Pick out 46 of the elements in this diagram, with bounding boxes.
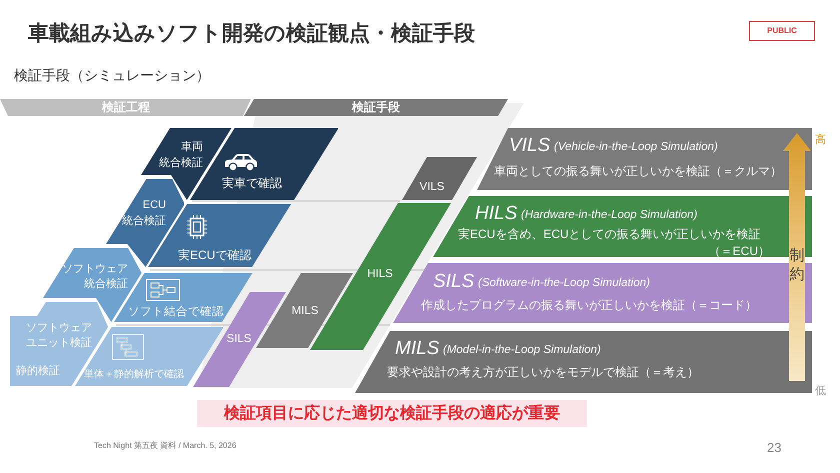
band-subtitle: (Hardware-in-the-Loop Simulation) <box>521 208 698 222</box>
section-heading: 検証手段（シミュレーション） <box>14 66 210 84</box>
footer-text: Tech Night 第五夜 資料 / March. 5, 2026 <box>94 441 236 451</box>
parallelogram-box <box>402 157 477 200</box>
header-band <box>244 99 508 116</box>
status-tag: PUBLIC <box>749 21 815 41</box>
header-band <box>0 99 251 116</box>
band-label: 検証工程 <box>102 100 150 115</box>
scale-arrow <box>783 133 811 381</box>
band-description: 要求や設計の考え方が正しいかをモデルで検証（＝考え） <box>387 365 699 380</box>
step-box <box>43 248 142 322</box>
box-label: HILS <box>367 267 393 281</box>
scale-label: 低 <box>815 385 826 398</box>
box-label: VILS <box>420 180 444 194</box>
band-description: 車両としての振る舞いが正しいかを検証（＝クルマ） <box>494 164 782 179</box>
band-title: MILS <box>395 338 440 360</box>
highlight-banner: 検証項目に応じた適切な検証手段の適応が重要 <box>197 400 587 427</box>
band-subtitle: (Software-in-the-Loop Simulation) <box>478 276 650 290</box>
method-band <box>393 263 812 323</box>
scale-label: 高 <box>815 134 826 147</box>
slide-title: 車載組み込みソフト開発の検証観点・検証手段 <box>28 21 475 47</box>
step-label: ECU統合検証 <box>120 198 166 229</box>
parallelogram-box <box>256 273 353 348</box>
band-title: HILS <box>475 203 518 225</box>
band-label: 検証手段 <box>352 100 400 115</box>
step-label: 車両統合検証 <box>158 140 203 171</box>
band-title: VILS <box>509 135 550 157</box>
box-label: 実車で確認 <box>222 176 282 190</box>
band-subtitle: (Vehicle-in-the-Loop Simulation) <box>554 140 718 154</box>
band-description: 実ECUを含め、ECUとしての振る舞いが正しいかを検証（＝ECU） <box>458 226 770 260</box>
step-label: ソフトウェアユニット検証 <box>25 321 92 351</box>
box-label: ソフト結合で確認 <box>128 305 224 319</box>
band-description: 作成したプログラムの振る舞いが正しいかを検証（＝コード） <box>421 298 757 313</box>
band-title: SILS <box>433 271 474 293</box>
arrow-label: 制約 <box>789 246 805 284</box>
page-number: 23 <box>767 440 782 456</box>
box-label: MILS <box>292 304 318 318</box>
box-label: 単体＋静的解析で確認 <box>84 368 184 382</box>
box-label: 実ECUで確認 <box>178 248 252 262</box>
method-band <box>477 128 812 190</box>
box-label: SILS <box>226 332 252 346</box>
method-band <box>355 331 812 393</box>
band-subtitle: (Model-in-the-Loop Simulation) <box>443 343 601 357</box>
step-label: ソフトウェア統合検証 <box>61 262 128 292</box>
step-box <box>10 302 108 386</box>
step-label: 静的検証 <box>16 364 60 378</box>
